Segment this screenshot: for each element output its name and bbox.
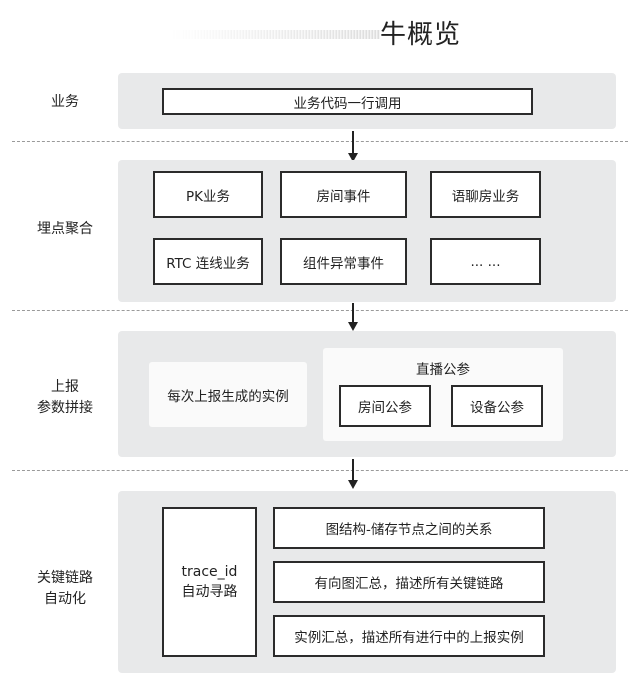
arrow-2-line	[352, 303, 354, 324]
row-label-tracking: 埋点聚合	[37, 221, 93, 237]
instance-summary-box: 实例汇总，描述所有进行中的上报实例	[273, 615, 545, 657]
tracking-box-voice-room: 语聊房业务	[430, 171, 541, 218]
page-title: 牛概览	[380, 20, 462, 50]
tracking-box-rtc: RTC 连线业务	[153, 238, 263, 285]
directed-graph-box: 有向图汇总，描述所有关键链路	[273, 561, 545, 603]
room-params-box: 房间公参	[339, 385, 431, 427]
auto-route-text: 自动寻路	[181, 584, 238, 600]
device-params-box: 设备公参	[451, 385, 543, 427]
row-label-business: 业务	[51, 94, 79, 110]
divider-1	[12, 141, 628, 142]
tracking-box-room-event: 房间事件	[280, 171, 407, 218]
row-label-chain: 关键链路 自动化	[22, 568, 108, 610]
instance-box: 每次上报生成的实例	[149, 362, 307, 427]
divider-2	[12, 310, 628, 311]
arrow-1-line	[352, 131, 354, 155]
row-label-report: 上报 参数拼接	[22, 377, 108, 419]
tracking-box-more: ... ...	[430, 238, 541, 285]
row-label-report-line1: 上报	[51, 379, 79, 395]
arrow-3-head	[348, 480, 358, 489]
graph-structure-box: 图结构-储存节点之间的关系	[273, 507, 545, 549]
business-code-box: 业务代码一行调用	[162, 88, 533, 115]
arrow-1-head	[348, 153, 358, 162]
row-label-chain-line2: 自动化	[44, 591, 86, 607]
tracking-box-component-error: 组件异常事件	[280, 238, 407, 285]
live-params-title: 直播公参	[416, 362, 470, 378]
trace-id-box: trace_id 自动寻路	[162, 507, 257, 657]
title-decoration	[170, 30, 380, 39]
row-label-chain-line1: 关键链路	[37, 570, 93, 586]
trace-id-text: trace_id	[181, 564, 238, 580]
divider-3	[12, 470, 628, 471]
arrow-3-line	[352, 459, 354, 482]
tracking-box-pk: PK业务	[153, 171, 263, 218]
row-label-report-line2: 参数拼接	[37, 400, 93, 416]
arrow-2-head	[348, 322, 358, 331]
